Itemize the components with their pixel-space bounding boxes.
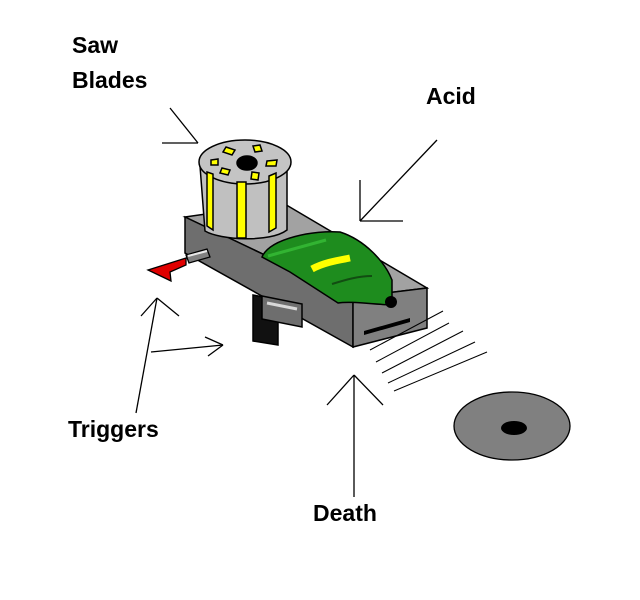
label-acid: Acid: [426, 83, 476, 109]
arrow-acid: [359, 139, 438, 222]
motion-lines: [369, 310, 488, 392]
label-saw: Saw: [72, 32, 118, 58]
label-triggers: Triggers: [68, 416, 159, 442]
nozzle-slot: [364, 318, 410, 335]
flying-saw-disc: [453, 391, 571, 461]
trigger: [146, 248, 211, 283]
saw-blade-drum: [198, 139, 292, 240]
handle: [252, 294, 303, 346]
arrow-saw-blades: [162, 107, 199, 144]
label-blades: Blades: [72, 67, 147, 93]
arrow-triggers: [135, 297, 224, 414]
acid-tube: [261, 230, 397, 308]
label-death: Death: [313, 500, 377, 526]
arrow-death: [326, 374, 384, 497]
